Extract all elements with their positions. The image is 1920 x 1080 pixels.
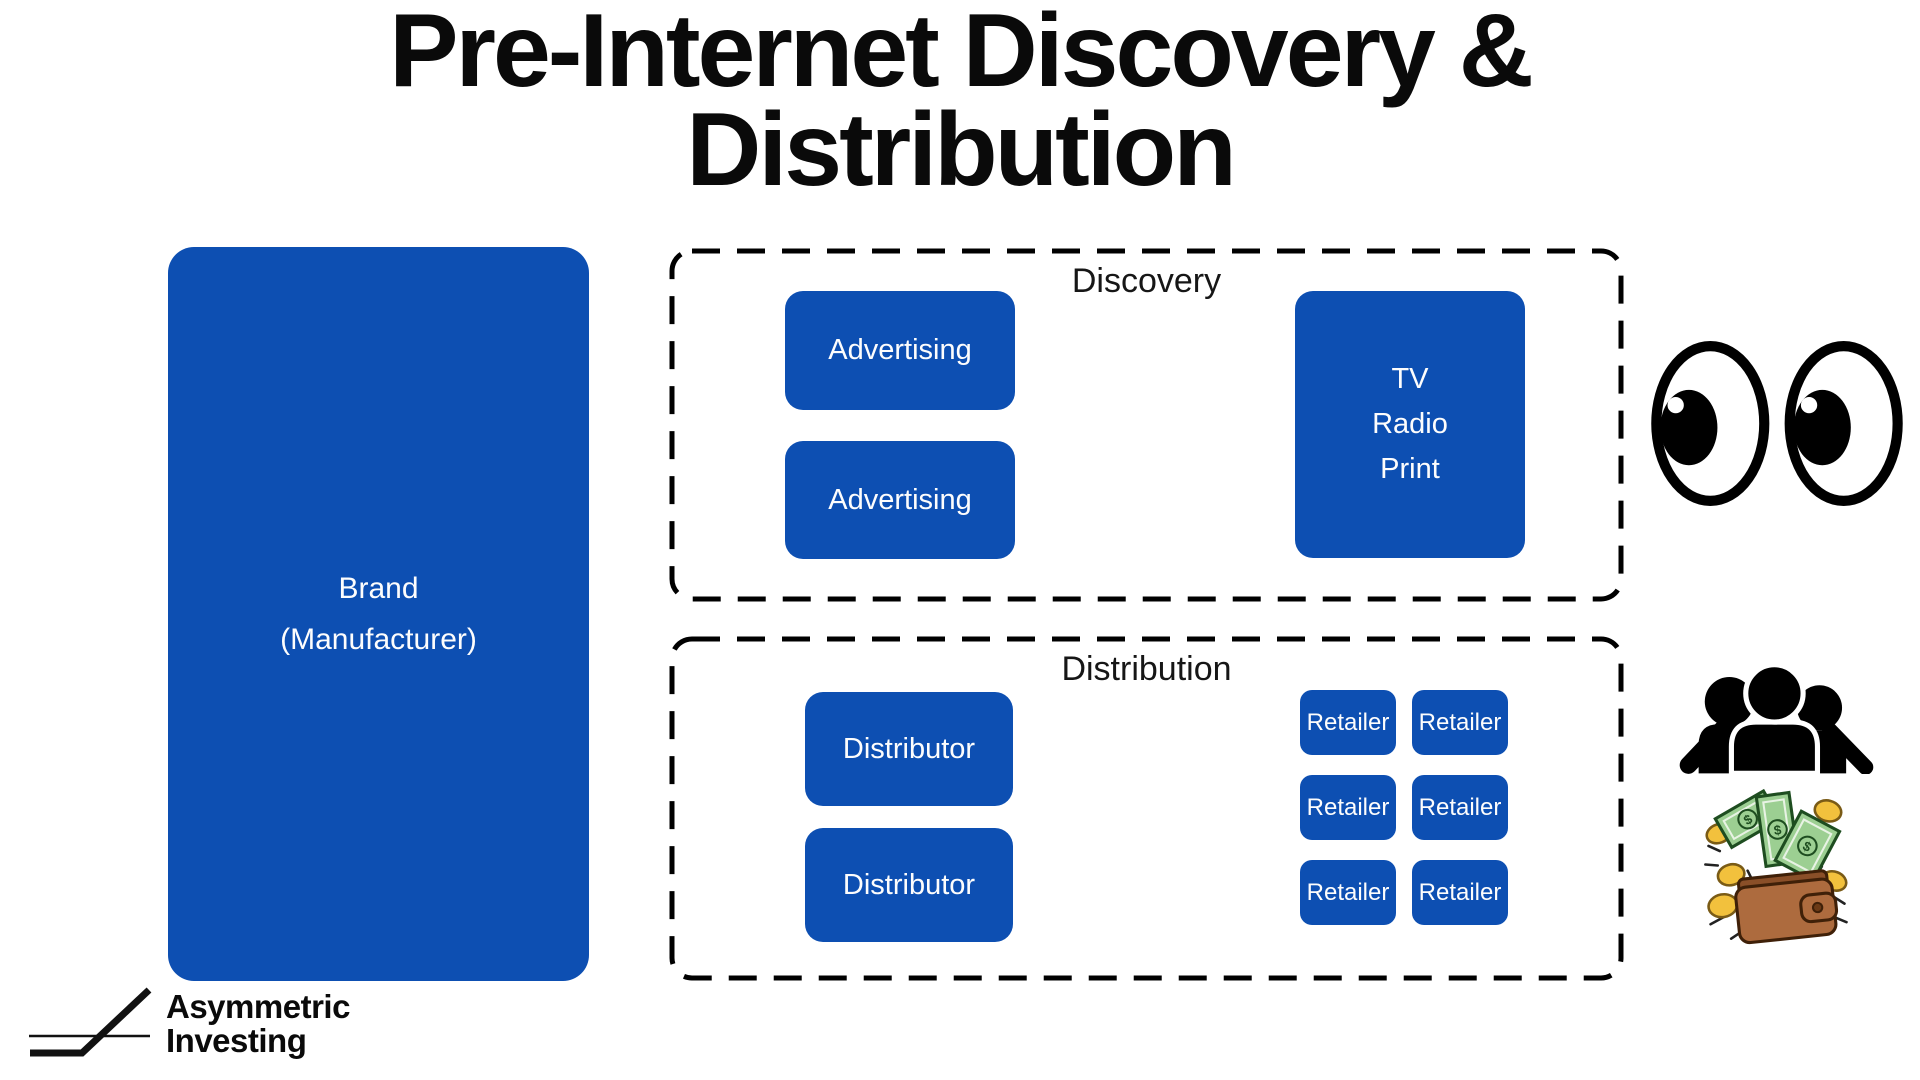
page-title: Pre-Internet Discovery & Distribution bbox=[0, 0, 1920, 208]
tv-radio-print-box: TV Radio Print bbox=[1295, 291, 1525, 558]
retailer-label: Retailer bbox=[1306, 793, 1390, 821]
distributor-label: Distributor bbox=[842, 732, 976, 765]
distribution-label: Distribution bbox=[1061, 650, 1232, 688]
brand-label-line1: Brand bbox=[338, 572, 419, 605]
retailer-box-1: Retailer bbox=[1300, 690, 1396, 755]
retailer-box-4: Retailer bbox=[1412, 775, 1508, 840]
brand-label-line2: (Manufacturer) bbox=[280, 623, 477, 656]
retailer-label: Retailer bbox=[1306, 708, 1390, 736]
media-line-tv: TV bbox=[1391, 363, 1429, 396]
brand-manufacturer-box: Brand (Manufacturer) bbox=[168, 247, 589, 981]
media-line-print: Print bbox=[1380, 452, 1440, 485]
distributor-label: Distributor bbox=[842, 868, 976, 901]
retailer-box-5: Retailer bbox=[1300, 860, 1396, 925]
distribution-dashed-border bbox=[669, 636, 1624, 981]
crowd-icon bbox=[1672, 662, 1882, 779]
distribution-region: Distribution Distributor Distributor Ret… bbox=[669, 636, 1624, 981]
eyes-icon bbox=[1650, 340, 1905, 513]
logo-text-line2: Investing bbox=[166, 1021, 307, 1059]
page-title-line1: Pre-Internet Discovery & bbox=[389, 0, 1534, 109]
page-title-line2: Distribution bbox=[686, 91, 1236, 208]
retailer-label: Retailer bbox=[1418, 793, 1502, 821]
retailer-box-3: Retailer bbox=[1300, 775, 1396, 840]
logo-text: Asymmetric Investing bbox=[166, 984, 350, 1058]
asymmetric-investing-logo: Asymmetric Investing bbox=[28, 984, 350, 1058]
advertising-label: Advertising bbox=[828, 483, 972, 516]
logo-chart-icon bbox=[29, 987, 152, 1057]
retailer-box-6: Retailer bbox=[1412, 860, 1508, 925]
retailer-label: Retailer bbox=[1418, 708, 1502, 736]
retailer-label: Retailer bbox=[1418, 878, 1502, 906]
dollar-sign: $ bbox=[1773, 822, 1783, 838]
wallet-money-icon: $ $ $ bbox=[1700, 780, 1855, 955]
advertising-label: Advertising bbox=[828, 334, 972, 366]
retailer-box-2: Retailer bbox=[1412, 690, 1508, 755]
logo-text-line1: Asymmetric bbox=[166, 988, 350, 1025]
advertising-box-1: Advertising bbox=[785, 291, 1015, 410]
discovery-label: Discovery bbox=[1071, 262, 1222, 300]
retailer-label: Retailer bbox=[1306, 878, 1390, 906]
distributor-box-2: Distributor bbox=[805, 828, 1013, 942]
distributor-box-1: Distributor bbox=[805, 692, 1013, 806]
media-line-radio: Radio bbox=[1372, 408, 1448, 441]
advertising-box-2: Advertising bbox=[785, 441, 1015, 559]
discovery-region: Discovery Advertising Advertising TV Rad… bbox=[669, 248, 1624, 602]
discovery-dashed-border bbox=[669, 248, 1624, 602]
